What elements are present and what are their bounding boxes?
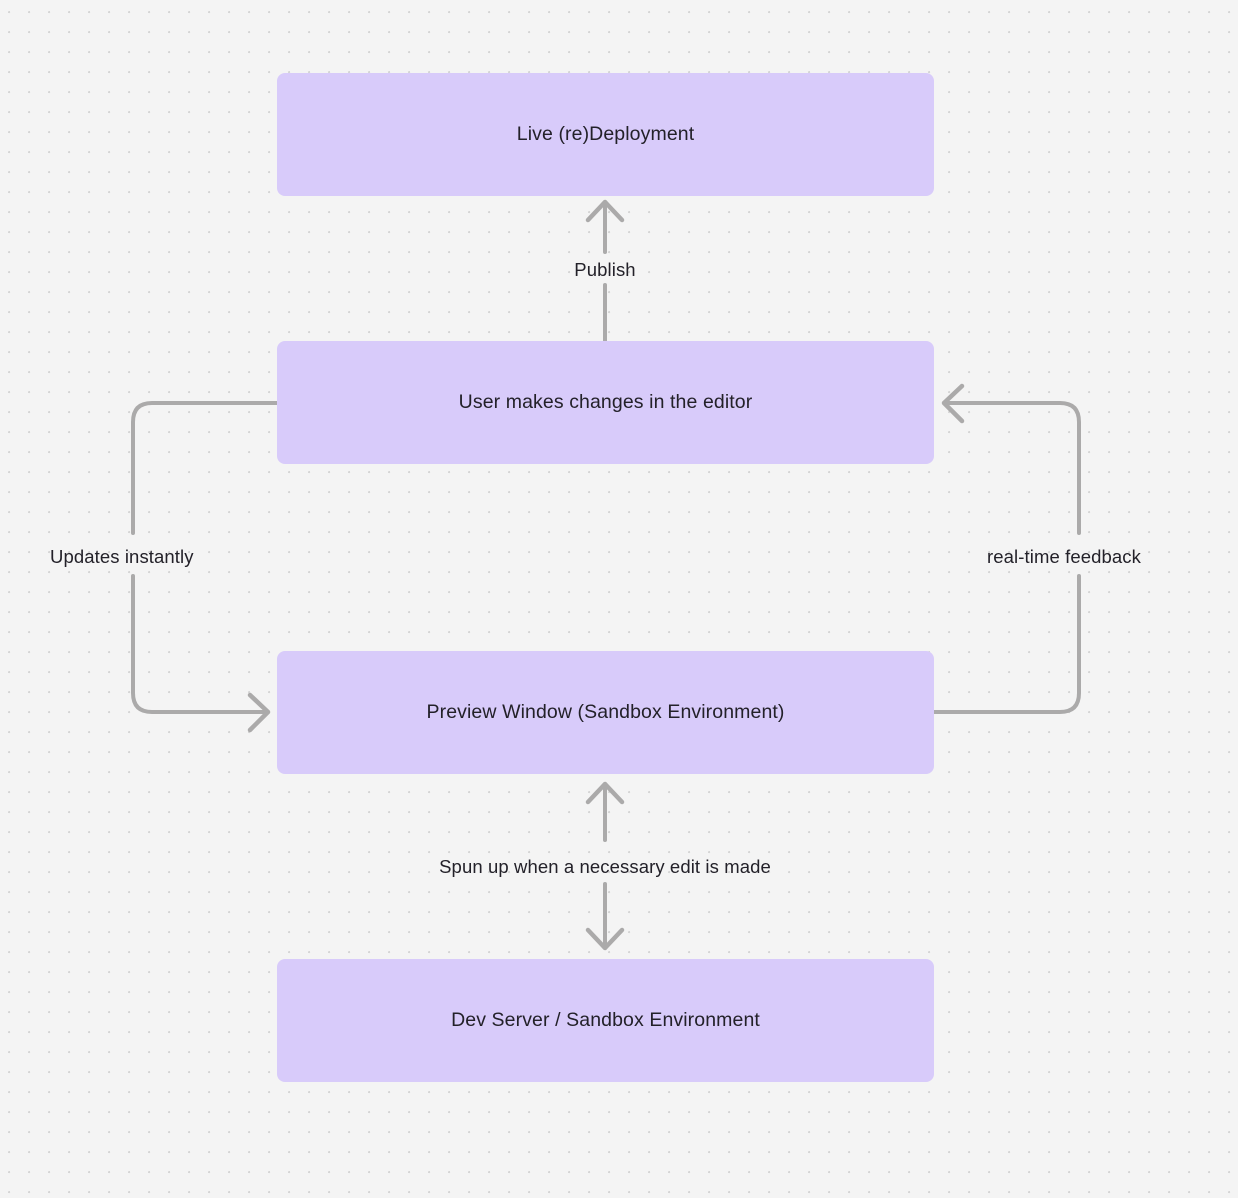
node-dev-server-label: Dev Server / Sandbox Environment: [451, 1008, 760, 1031]
edge-realtime-line-lower: [932, 574, 1081, 714]
edge-realtime-line-upper: [942, 401, 1081, 535]
node-user-makes-changes-label: User makes changes in the editor: [458, 390, 753, 413]
node-live-redeployment-label: Live (re)Deployment: [516, 122, 695, 145]
node-live-redeployment[interactable]: Live (re)Deployment: [277, 73, 934, 196]
edge-updates-line-lower: [131, 574, 270, 714]
edge-label-spun-up: Spun up when a necessary edit is made: [439, 856, 771, 877]
edge-label-publish: Publish: [574, 259, 636, 280]
edge-spunup-arrowhead-down-icon: [585, 927, 625, 951]
node-dev-server[interactable]: Dev Server / Sandbox Environment: [277, 959, 934, 1082]
node-preview-window[interactable]: Preview Window (Sandbox Environment): [277, 651, 934, 774]
edge-realtime-arrowhead-icon: [941, 383, 965, 424]
edge-label-updates-instantly: Updates instantly: [50, 546, 194, 567]
node-user-makes-changes[interactable]: User makes changes in the editor: [277, 341, 934, 464]
node-preview-window-label: Preview Window (Sandbox Environment): [426, 700, 785, 723]
edge-updates-arrowhead-icon: [247, 692, 271, 733]
edge-spunup-arrowhead-up-icon: [585, 781, 625, 805]
edge-updates-line-upper: [131, 401, 279, 535]
edge-publish-arrowhead-icon: [585, 199, 625, 223]
edge-label-real-time-feedback: real-time feedback: [987, 546, 1141, 567]
